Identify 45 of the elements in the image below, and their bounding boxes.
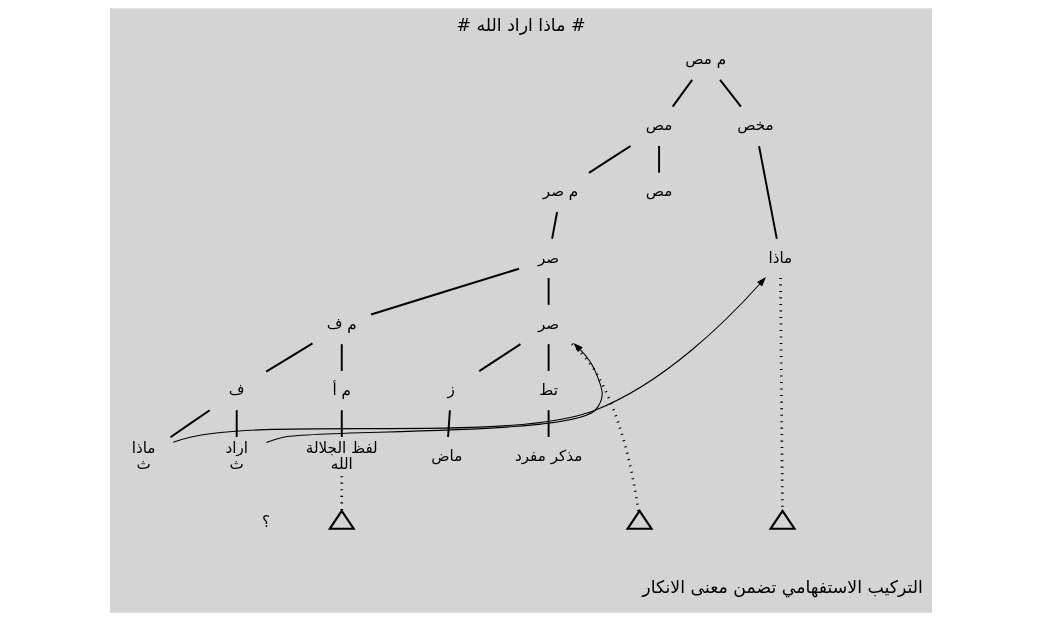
node-text: صر — [538, 314, 560, 333]
node-text: م أ — [332, 380, 351, 399]
connector — [340, 476, 344, 511]
node-text: صر — [538, 248, 560, 267]
connector — [370, 267, 520, 316]
connector — [340, 343, 343, 372]
connector — [547, 343, 550, 372]
connector — [671, 78, 694, 108]
connector — [235, 409, 238, 438]
connector — [551, 211, 559, 240]
node-text: ف — [228, 380, 245, 399]
node-triangle — [625, 508, 654, 530]
node-text: ماذا ث — [131, 438, 156, 473]
caption: التركيب الاستفهامي تضمن معنى الانكار — [642, 576, 923, 597]
connector — [719, 78, 742, 108]
connector — [547, 409, 550, 438]
node-text: م ف — [326, 314, 357, 333]
connector — [169, 409, 211, 439]
connector — [571, 343, 640, 513]
node-triangle — [327, 508, 356, 530]
node-text: لفظ الجلالة الله — [305, 438, 378, 473]
connector — [265, 342, 314, 373]
node-text: مص — [645, 182, 673, 201]
node-text: ماض — [431, 446, 463, 465]
node-text: م مص — [685, 50, 727, 69]
connector — [447, 409, 451, 438]
connector — [758, 145, 778, 240]
connector — [340, 409, 343, 438]
node-text: مذكر مفرد — [514, 446, 583, 465]
node-text: مص — [645, 116, 673, 135]
connector — [588, 145, 632, 174]
connector — [478, 343, 522, 373]
node-text: تط — [539, 380, 558, 399]
arrow — [172, 276, 766, 443]
diagram-title: # ماذا اراد الله # — [456, 14, 586, 35]
connector — [658, 145, 661, 174]
node-text: اراد ث — [225, 438, 248, 473]
node-text: م صر — [542, 182, 579, 201]
node-text: ماذا — [768, 248, 793, 267]
node-text: مخص — [737, 116, 774, 135]
node-triangle — [768, 508, 797, 530]
arrow — [265, 343, 603, 443]
connector — [547, 277, 550, 306]
node-label: ؟ — [261, 512, 270, 531]
node-text: ز — [447, 380, 455, 399]
